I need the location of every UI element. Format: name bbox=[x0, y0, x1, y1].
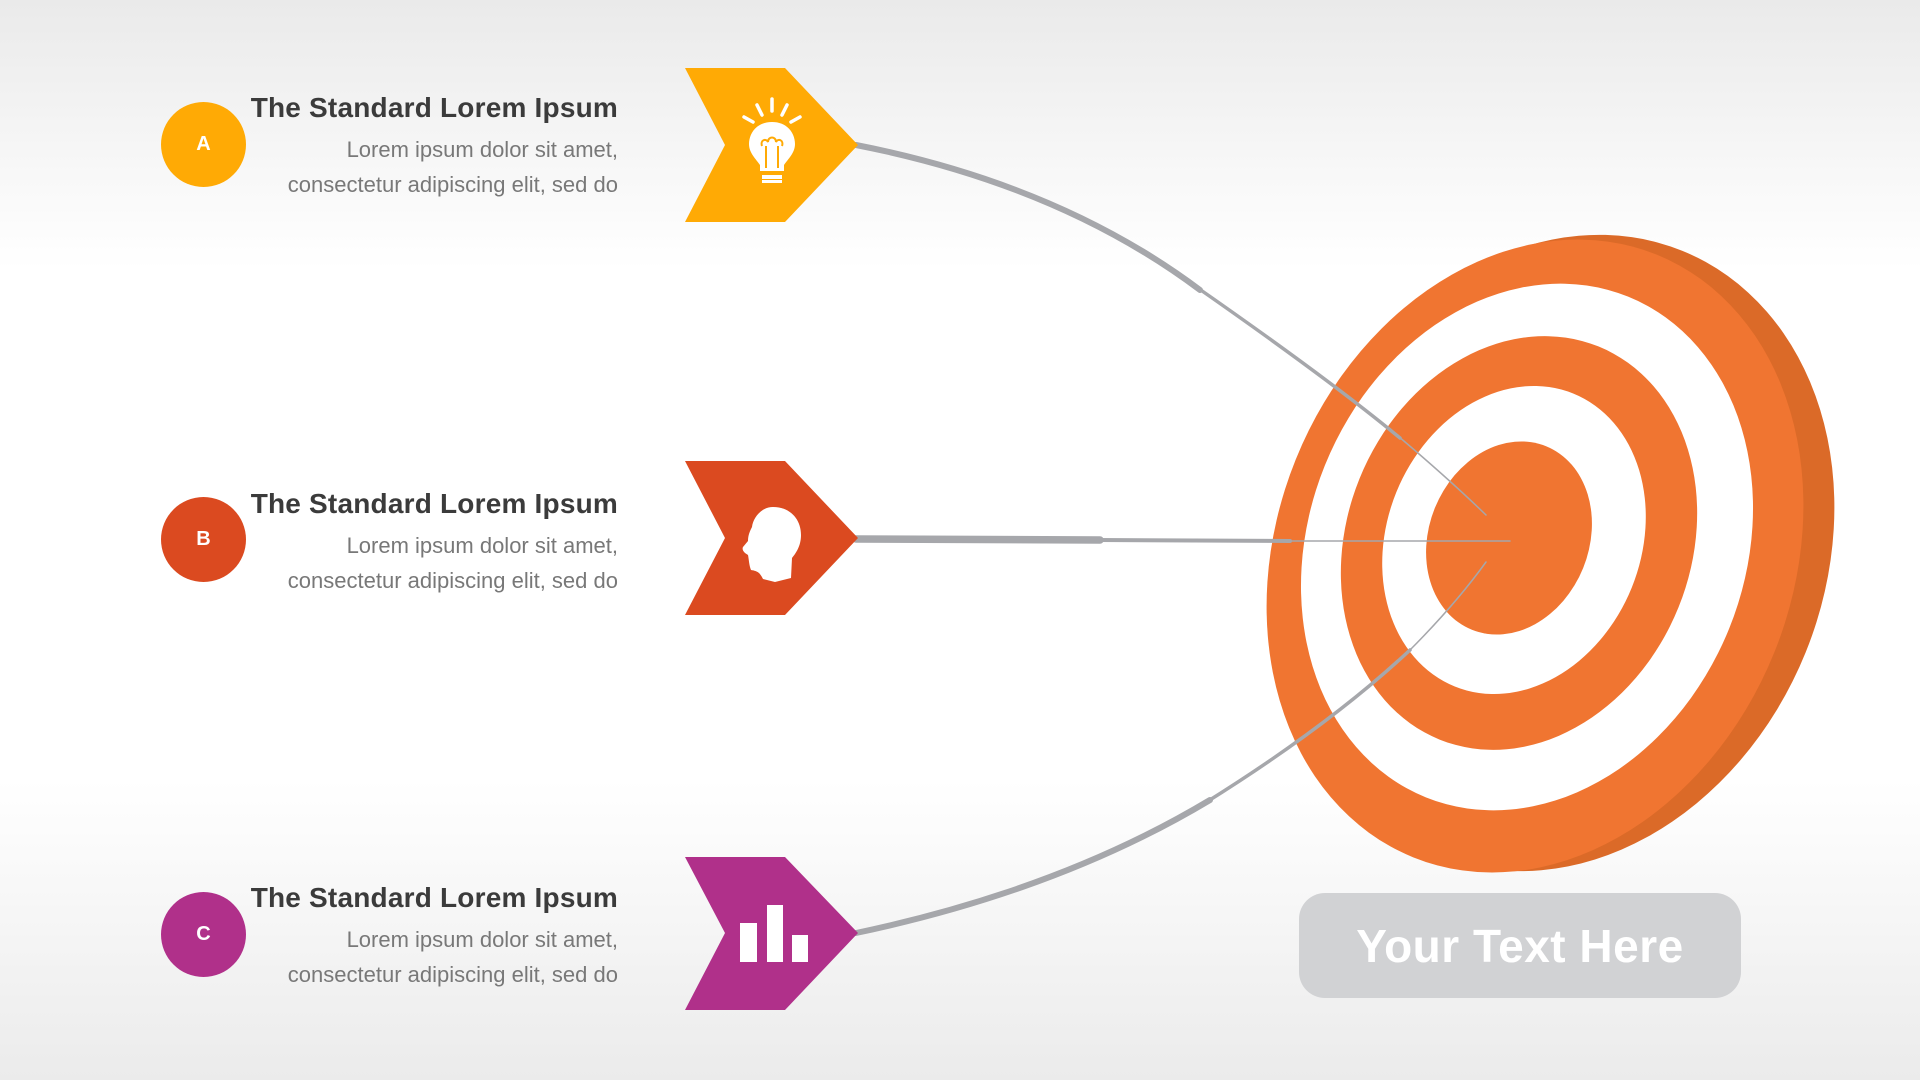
connector-lines bbox=[852, 142, 1511, 936]
list-item-b: B The Standard Lorem Ipsum Lorem ipsum d… bbox=[160, 488, 620, 618]
item-desc-line1: Lorem ipsum dolor sit amet, bbox=[346, 137, 618, 162]
item-desc-line1: Lorem ipsum dolor sit amet, bbox=[346, 533, 618, 558]
connector-b bbox=[852, 535, 1104, 544]
chevron-c[interactable] bbox=[685, 857, 858, 1010]
connector-c bbox=[853, 797, 1213, 936]
badge-b: B bbox=[161, 497, 246, 582]
callout-text: Your Text Here bbox=[1356, 919, 1684, 972]
item-desc-line2: consectetur adipiscing elit, sed do bbox=[287, 172, 618, 197]
head-profile-icon bbox=[742, 507, 801, 582]
item-title: The Standard Lorem Ipsum bbox=[250, 882, 618, 913]
item-desc-line2: consectetur adipiscing elit, sed do bbox=[287, 962, 618, 987]
chevron-a[interactable] bbox=[685, 68, 858, 222]
target-icon bbox=[1266, 234, 1835, 873]
lightbulb-icon bbox=[742, 97, 802, 183]
connector-a bbox=[853, 142, 1203, 293]
chevron-b[interactable] bbox=[685, 461, 858, 615]
item-title: The Standard Lorem Ipsum bbox=[250, 488, 618, 519]
list-item-c: C The Standard Lorem Ipsum Lorem ipsum d… bbox=[160, 882, 620, 1012]
item-desc-line1: Lorem ipsum dolor sit amet, bbox=[346, 927, 618, 952]
bar-chart-icon bbox=[740, 905, 808, 962]
callout-box[interactable]: Your Text Here bbox=[1299, 893, 1741, 998]
badge-c: C bbox=[161, 892, 246, 977]
badge-a: A bbox=[161, 102, 246, 187]
item-desc-line2: consectetur adipiscing elit, sed do bbox=[287, 568, 618, 593]
item-title: The Standard Lorem Ipsum bbox=[250, 92, 618, 123]
list-item-a: A The Standard Lorem Ipsum Lorem ipsum d… bbox=[160, 92, 620, 222]
